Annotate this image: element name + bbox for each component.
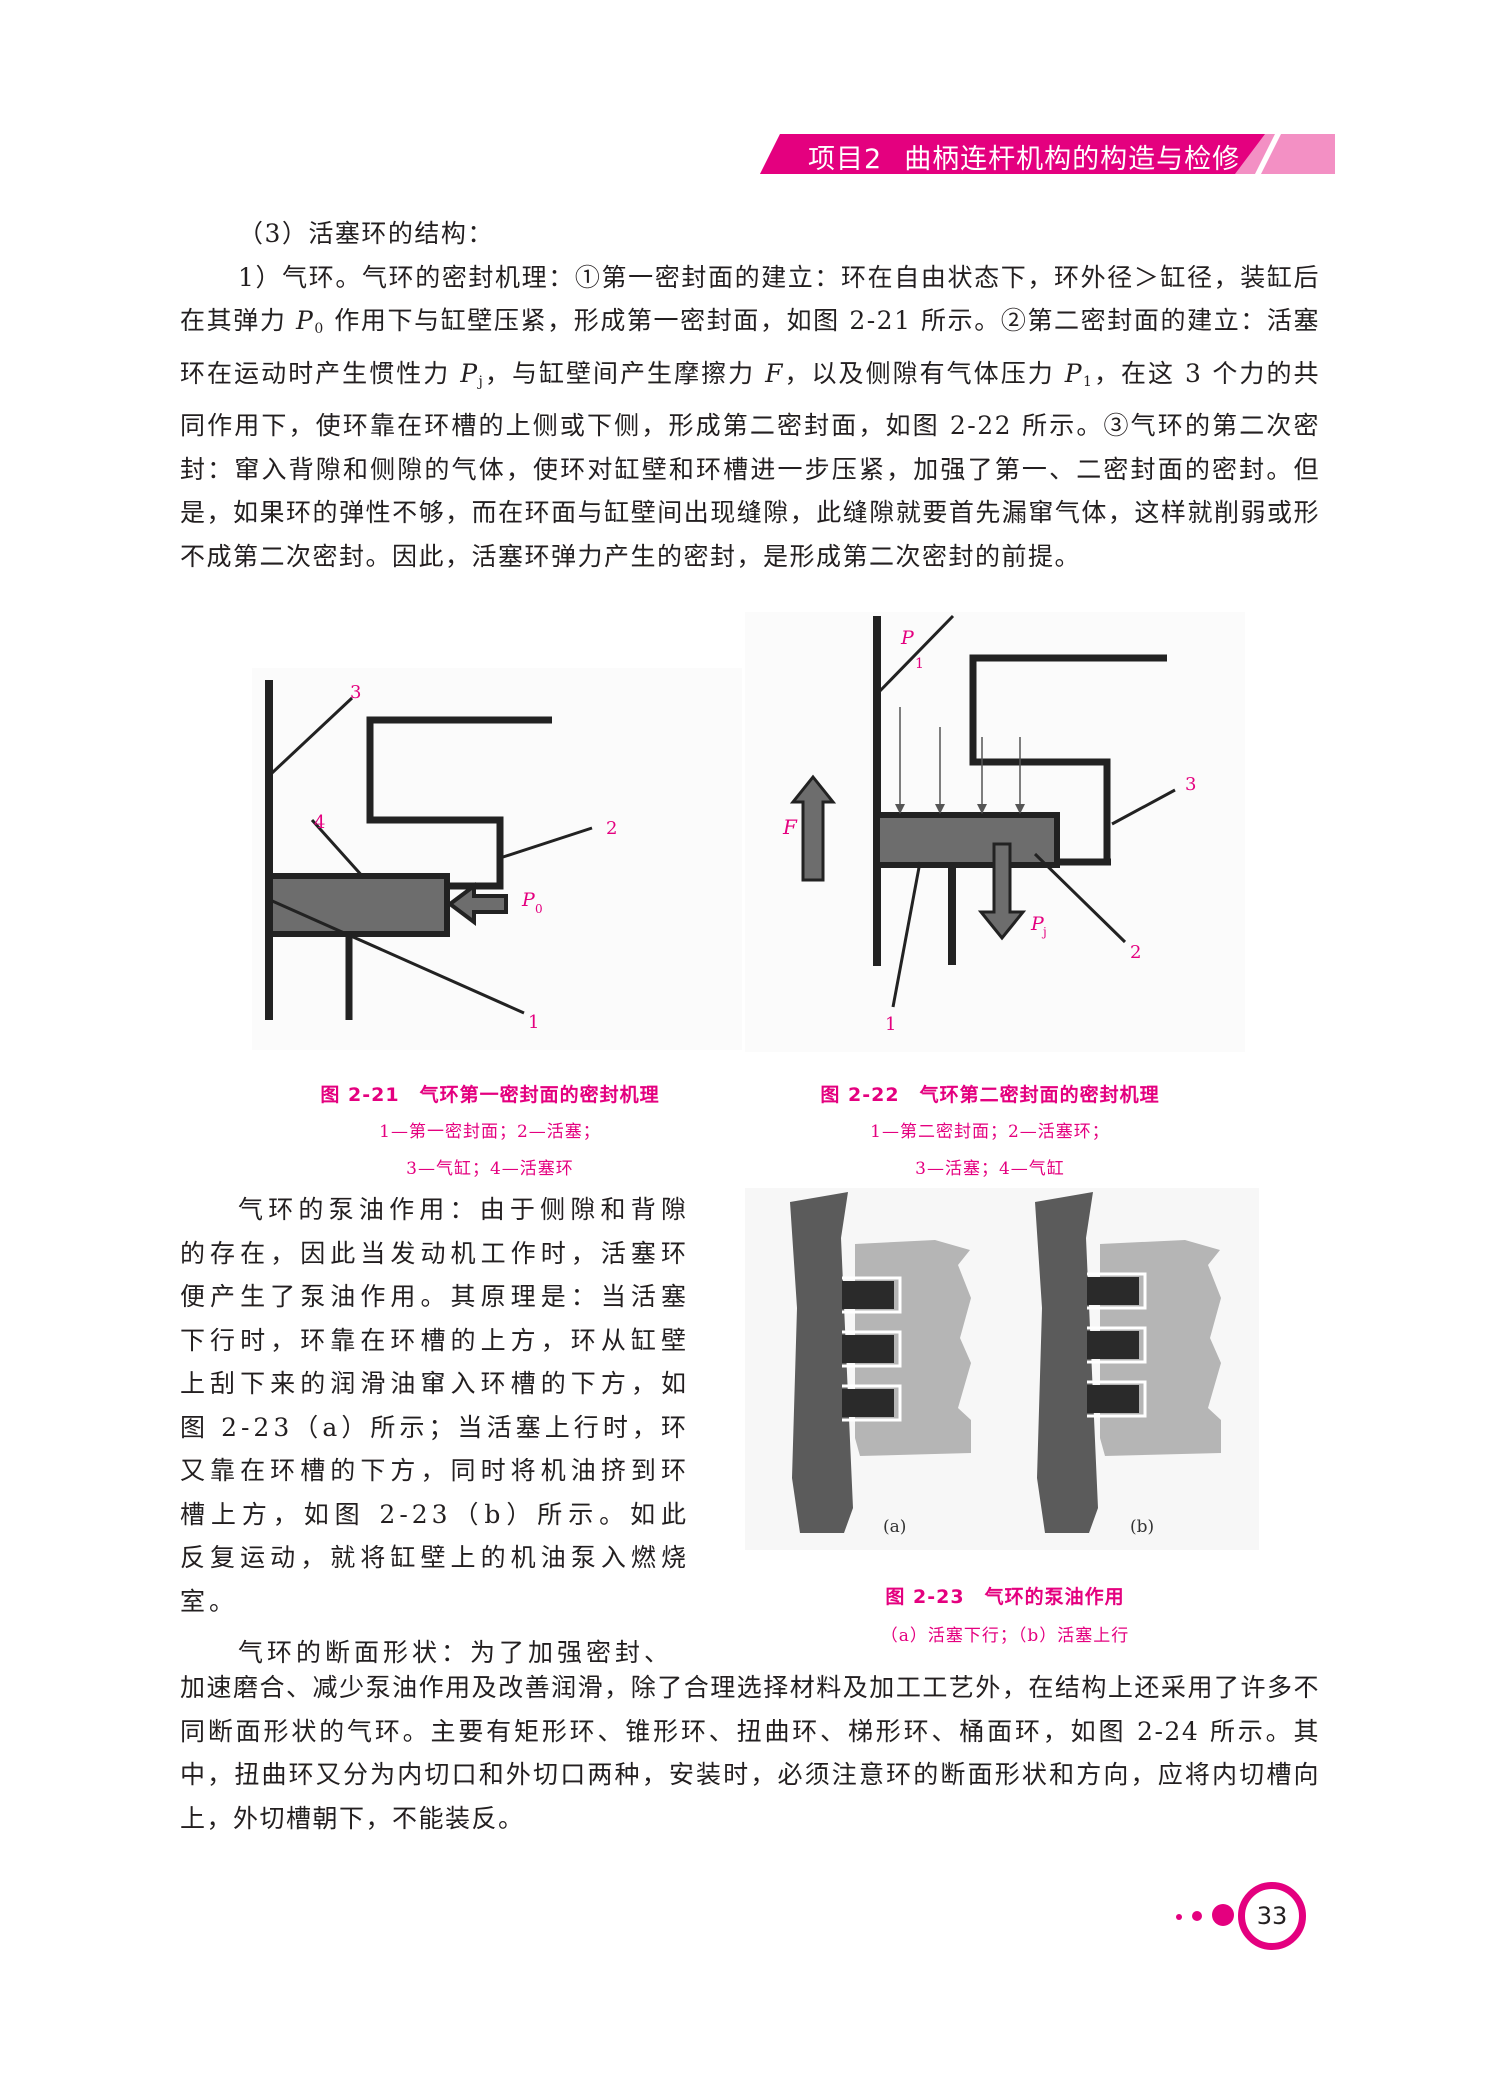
fig23-panel-a: (a) [790, 1192, 971, 1537]
figure-2-22: P 1 F P j 3 2 1 [745, 612, 1245, 1052]
fig21-label-2: 2 [606, 818, 617, 839]
fig22-label-1: 1 [885, 1014, 896, 1035]
caption-2-23: 图 2-23 气环的泵油作用 （a）活塞下行；（b）活塞上行 [790, 1582, 1220, 1646]
fig21-label-psub: 0 [535, 902, 543, 916]
section-shape-start: 气环的断面形状：为了加强密封、 [238, 1638, 674, 1667]
body-top: （3）活塞环的结构： 1）气环。气环的密封机理：①第一密封面的建立：环在自由状态… [180, 212, 1320, 578]
fig21-label-p: P [521, 889, 536, 911]
caption-2-21: 图 2-21 气环第一密封面的密封机理 1—第一密封面；2—活塞； 3—气缸；4… [270, 1080, 710, 1179]
fig21-label-4: 4 [314, 812, 325, 833]
header-stripe [1255, 134, 1335, 174]
fig23-label-a: (a) [883, 1517, 906, 1537]
fig21-label-1: 1 [528, 1012, 539, 1033]
page-dot-2 [1192, 1911, 1202, 1921]
fig22-label-p1sub: 1 [915, 656, 924, 672]
caption-2-22: 图 2-22 气环第二密封面的密封机理 1—第二密封面；2—活塞环； 3—活塞；… [770, 1080, 1210, 1179]
fig21-label-3: 3 [350, 682, 361, 703]
header-bar [760, 134, 1280, 174]
fig22-label-pj: P [1030, 913, 1045, 935]
fig22-label-p1: P [900, 627, 915, 649]
fig23-label-b: (b) [1130, 1517, 1154, 1537]
caption-2-23-title: 图 2-23 气环的泵油作用 [885, 1586, 1125, 1608]
fig23-panel-b: (b) [1035, 1192, 1221, 1537]
section-heading: （3）活塞环的结构： [238, 219, 494, 248]
page-dot-3 [1212, 1904, 1234, 1926]
fig22-label-2: 2 [1130, 942, 1141, 963]
body-bottom: 加速磨合、减少泵油作用及改善润滑，除了合理选择材料及加工工艺外，在结构上还采用了… [180, 1666, 1320, 1840]
paragraph-seal-mechanism: 1）气环。气环的密封机理：①第一密封面的建立：环在自由状态下，环外径＞缸径，装缸… [180, 262, 1321, 571]
caption-2-21-legend-1: 1—第一密封面；2—活塞； [379, 1122, 601, 1142]
fig22-label-3: 3 [1185, 774, 1196, 795]
pumping-text: 气环的泵油作用：由于侧隙和背隙的存在，因此当发动机工作时，活塞环便产生了泵油作用… [180, 1195, 690, 1616]
fig22-label-f: F [782, 815, 798, 839]
page-number: 33 [1238, 1882, 1306, 1950]
caption-2-22-legend-2: 3—活塞；4—气缸 [915, 1159, 1065, 1179]
caption-2-21-legend-2: 3—气缸；4—活塞环 [406, 1159, 574, 1179]
caption-2-21-title: 图 2-21 气环第一密封面的密封机理 [320, 1084, 660, 1106]
figure-2-21: 3 4 2 1 P 0 [252, 668, 742, 1050]
pumping-paragraph: 气环的泵油作用：由于侧隙和背隙的存在，因此当发动机工作时，活塞环便产生了泵油作用… [180, 1188, 690, 1675]
caption-2-22-title: 图 2-22 气环第二密封面的密封机理 [820, 1084, 1160, 1106]
header-project: 项目2 [808, 144, 883, 175]
fig22-label-pjsub: j [1041, 925, 1047, 939]
section-shape-rest: 加速磨合、减少泵油作用及改善润滑，除了合理选择材料及加工工艺外，在结构上还采用了… [180, 1673, 1320, 1833]
header-title: 项目2 曲柄连杆机构的构造与检修 [808, 137, 1240, 176]
page-dot-1 [1176, 1914, 1182, 1920]
caption-2-23-legend: （a）活塞下行；（b）活塞上行 [880, 1626, 1130, 1646]
header-chapter: 曲柄连杆机构的构造与检修 [904, 144, 1241, 175]
figure-2-23: (a) (b) [745, 1188, 1259, 1550]
caption-2-22-legend-1: 1—第二密封面；2—活塞环； [870, 1122, 1110, 1142]
